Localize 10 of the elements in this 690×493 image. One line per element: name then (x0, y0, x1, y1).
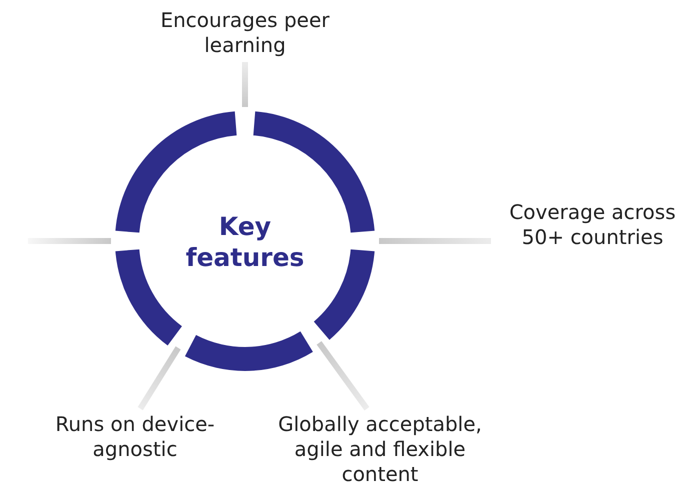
feature-label: Runs on device-agnostic (54, 412, 216, 462)
connector-line (242, 62, 248, 107)
feature-label: Encourages peer learning (160, 8, 330, 58)
feature-label: Coverage across 50+ countries (508, 200, 677, 250)
connector-line (316, 341, 370, 411)
center-title: Key features (184, 211, 306, 273)
connector-line (379, 238, 491, 244)
feature-label: Globally acceptable, agile and flexible content (277, 412, 483, 487)
connector-line (28, 238, 111, 244)
connector-line (138, 346, 181, 410)
